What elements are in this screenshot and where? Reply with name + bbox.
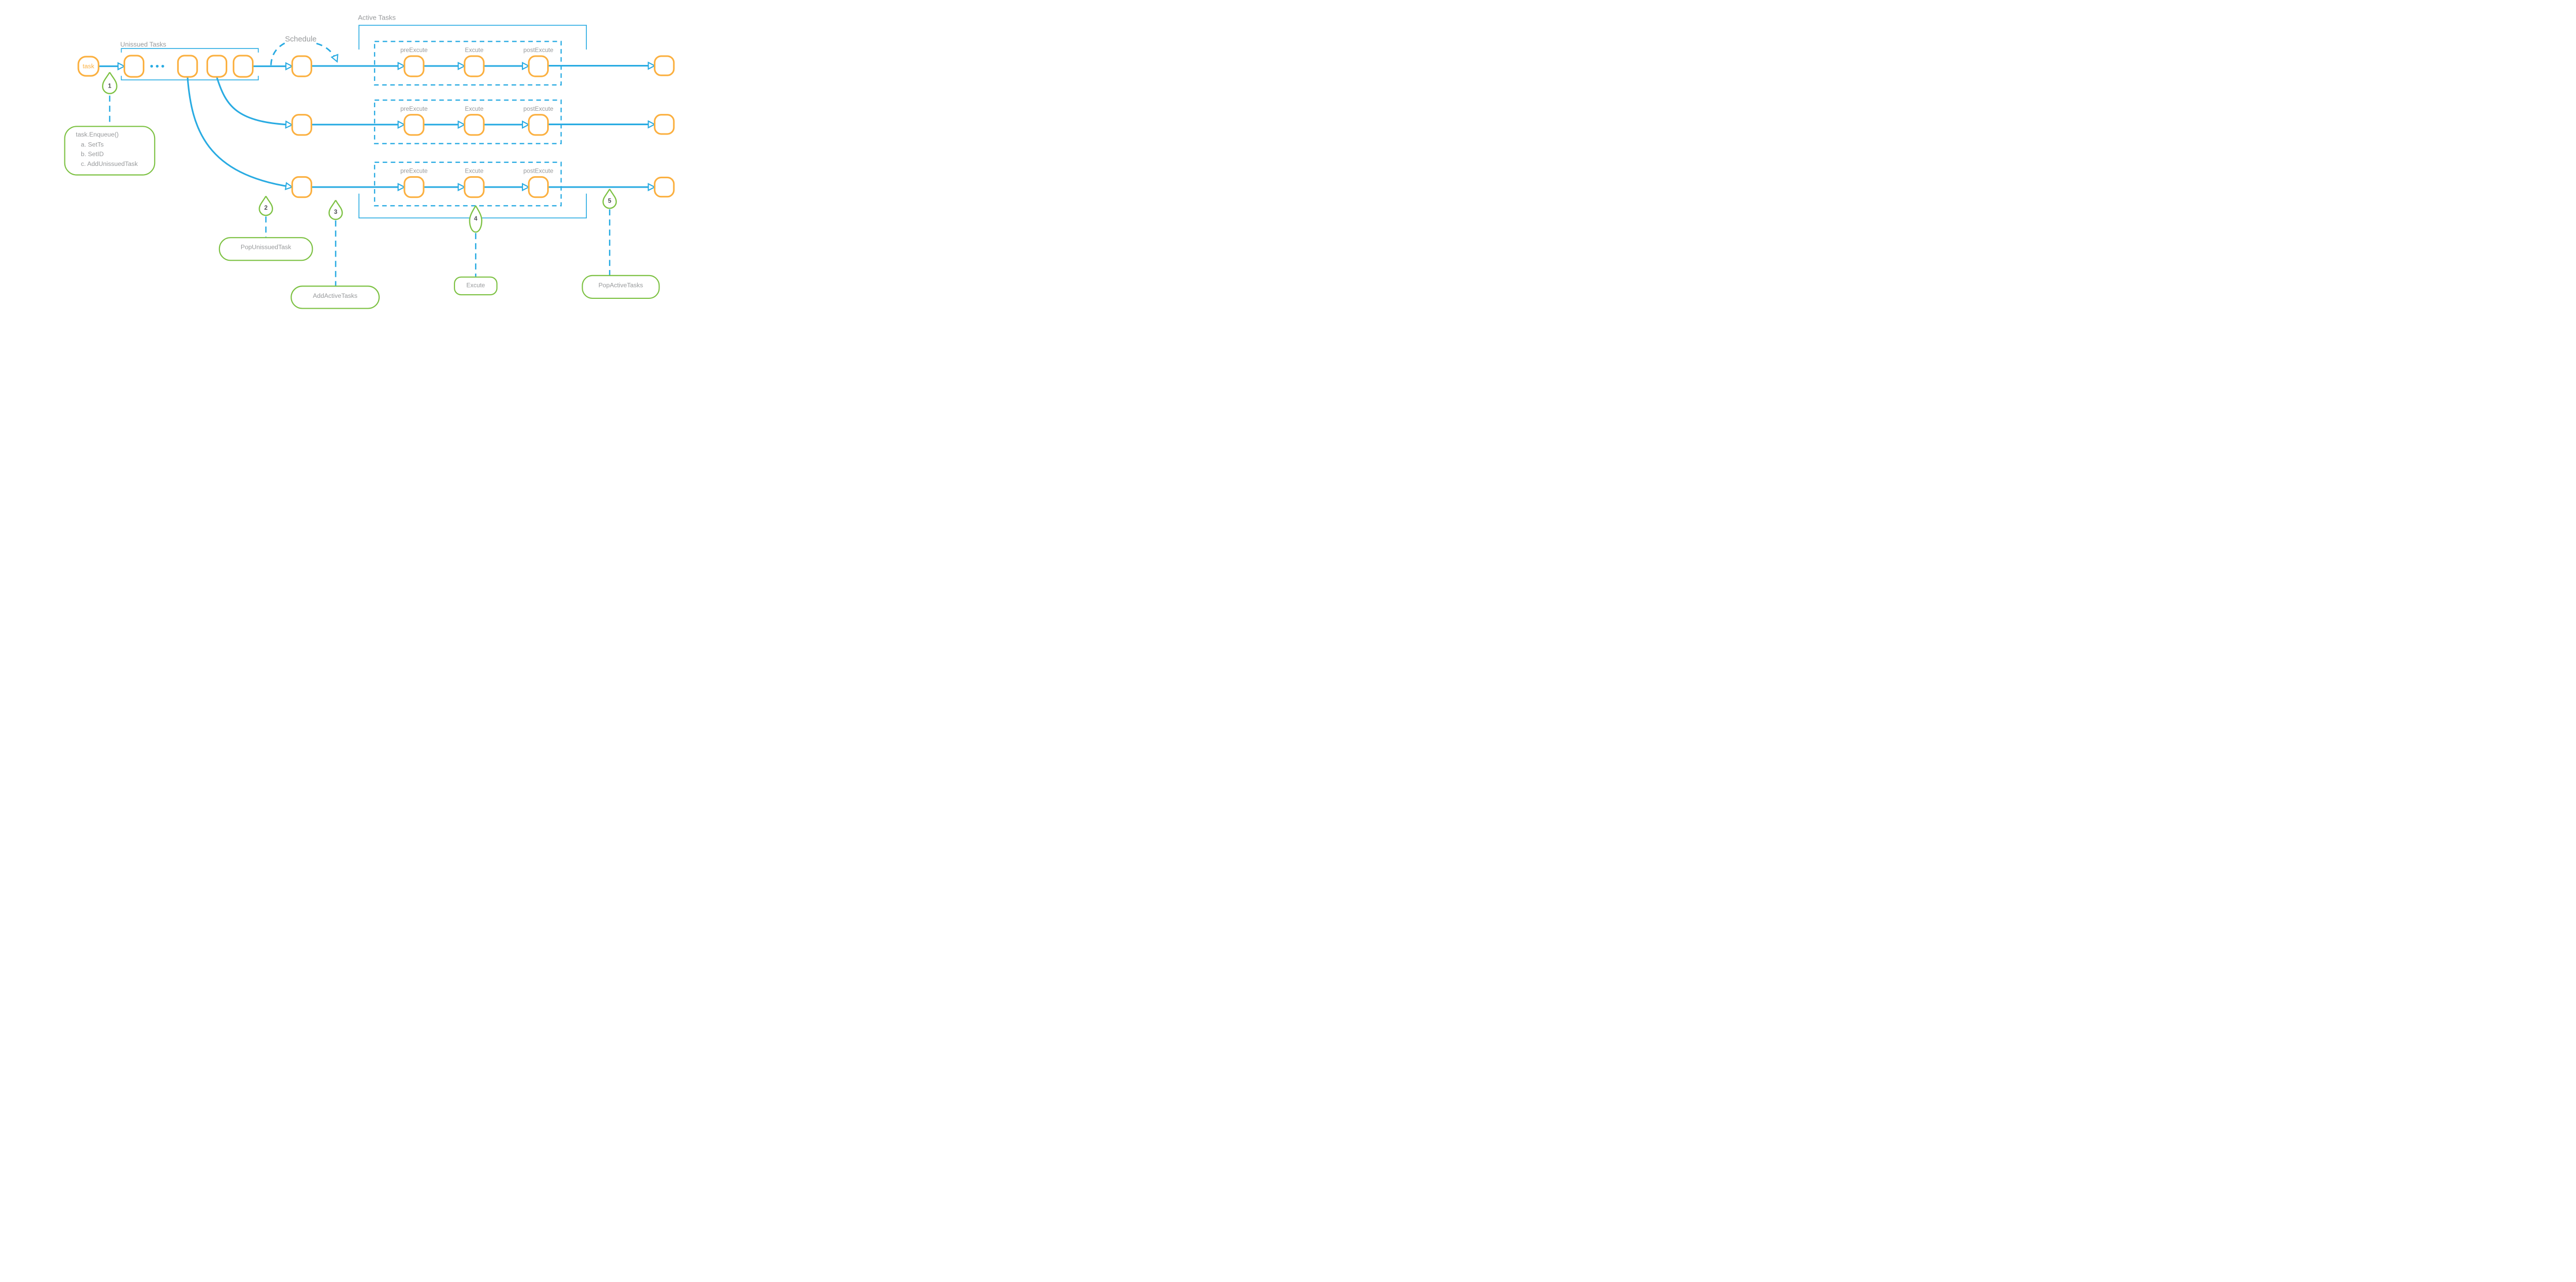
exec-node-1 (464, 55, 485, 77)
post-node-2 (528, 114, 549, 136)
final-node-3 (654, 176, 675, 198)
annotation-box-popactive (582, 275, 660, 299)
queue-ellipsis-dot (156, 64, 159, 68)
schedule-node-1 (291, 55, 312, 77)
stage-label-pre-2: preExcute (400, 105, 428, 112)
post-node-3 (528, 176, 549, 198)
diagram-viewport: Unissued Tasks Schedule Active Tasks tas… (0, 0, 778, 320)
schedule-arc-left (270, 42, 286, 65)
droplet-number-5: 5 (608, 197, 612, 205)
active-pipeline-box-1 (374, 41, 562, 86)
exec-node-2 (464, 114, 485, 136)
droplet-marker-4 (469, 205, 483, 233)
pre-node-2 (403, 114, 425, 136)
popactive-annotation-label: PopActiveTasks (598, 281, 643, 289)
enqueue-annotation-line-1: task.Enqueue() (76, 131, 119, 138)
annotation-box-addactive (291, 285, 380, 309)
stage-label-post-2: postExcute (523, 105, 554, 112)
active-tasks-label: Active Tasks (358, 13, 396, 22)
pre-node-1 (403, 55, 425, 77)
droplet-marker-3 (328, 199, 343, 221)
queue-ellipsis-dot (150, 64, 154, 68)
post-node-1 (528, 55, 549, 77)
stage-label-pre-3: preExcute (400, 167, 428, 175)
active-bracket-top (358, 25, 587, 50)
schedule-label: Schedule (285, 35, 317, 44)
annotation-box-enqueue (64, 126, 156, 176)
queue-node-3 (206, 55, 228, 78)
schedule-arc-right (316, 42, 337, 61)
pre-node-3 (403, 176, 425, 198)
stage-label-exec-1: Excute (465, 46, 484, 54)
task-node-label: task (82, 62, 94, 70)
stage-label-exec-2: Excute (465, 105, 484, 112)
queue-node-4 (232, 55, 254, 78)
droplet-marker-1 (102, 72, 117, 94)
task-node (77, 56, 99, 77)
excute-annotation-label: Excute (466, 281, 485, 289)
droplet-number-2: 2 (264, 204, 268, 212)
queue-node-1 (123, 55, 145, 78)
popunissued-annotation-label: PopUnissuedTask (241, 243, 292, 251)
droplet-marker-5 (602, 189, 617, 209)
stage-label-post-1: postExcute (523, 46, 554, 54)
enqueue-annotation-line-4: c. AddUnissuedTask (80, 160, 138, 167)
curve-queue-to-schedule3 (187, 77, 292, 187)
active-pipeline-box-2 (374, 99, 562, 144)
droplet-marker-2 (259, 196, 274, 216)
curve-queue-to-schedule2 (216, 77, 292, 125)
queue-ellipsis-dot (161, 64, 164, 68)
unissued-tasks-label: Unissued Tasks (120, 40, 166, 48)
stage-label-pre-1: preExcute (400, 46, 428, 54)
final-node-1 (654, 55, 675, 76)
annotation-box-popunissued (218, 237, 313, 261)
enqueue-annotation-line-3: b. SetID (80, 150, 104, 158)
annotation-box-excute (454, 276, 498, 296)
task-scheduler-diagram: Unissued Tasks Schedule Active Tasks tas… (0, 0, 778, 320)
enqueue-annotation-line-2: a. SetTs (80, 141, 104, 148)
droplet-number-1: 1 (108, 82, 112, 90)
droplet-number-3: 3 (334, 208, 337, 215)
final-node-2 (654, 114, 675, 135)
droplet-number-4: 4 (474, 215, 478, 222)
schedule-node-2 (291, 114, 312, 136)
exec-node-3 (464, 176, 485, 198)
diagram-artwork (64, 25, 675, 309)
stage-label-post-3: postExcute (523, 167, 554, 175)
addactive-annotation-label: AddActiveTasks (313, 292, 358, 299)
unissued-bracket-bottom (121, 76, 259, 80)
stage-label-exec-3: Excute (465, 167, 484, 175)
schedule-node-3 (291, 176, 312, 198)
active-pipeline-box-3 (374, 161, 562, 207)
queue-node-2 (177, 55, 198, 78)
unissued-bracket-top (121, 48, 259, 53)
